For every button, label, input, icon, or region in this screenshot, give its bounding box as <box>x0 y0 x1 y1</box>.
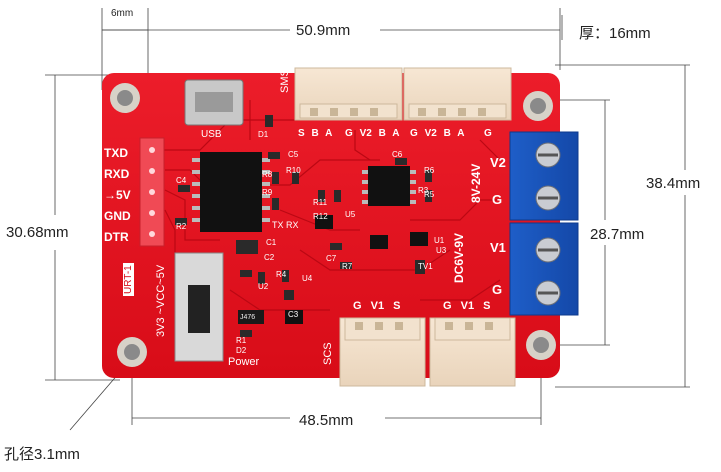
pin-a: A <box>392 128 400 139</box>
component-label-r8: R8 <box>262 170 273 179</box>
component-label-j476: J476 <box>240 314 256 321</box>
pin-labels: TXD RXD →5V GND DTR <box>104 143 131 248</box>
component-label-r12: R12 <box>313 212 328 221</box>
pin-a: A <box>457 128 465 139</box>
terminal-label-v1: V1 <box>490 240 506 255</box>
hole-diameter-label: 孔径3.1mm <box>4 446 80 463</box>
power-label: Power <box>228 356 260 368</box>
bottom-connector-2-labels: G V1 S <box>443 300 491 312</box>
usb-label: USB <box>201 129 222 140</box>
pin-b: B <box>378 128 386 139</box>
component-label-u3: U3 <box>436 246 447 255</box>
component-label-c3: C3 <box>288 310 299 319</box>
pin-v2: V2 <box>424 128 437 139</box>
pin-b: B <box>311 128 319 139</box>
voltage-range-2-label: DC6V-9V <box>452 232 466 283</box>
pin-s: S <box>483 300 491 312</box>
component-label-c1: C1 <box>266 238 277 247</box>
component-label-c5: C5 <box>288 150 299 159</box>
pin-label-5v: →5V <box>104 188 131 202</box>
top-connector-2-labels: G V2 B A <box>345 128 399 139</box>
top-connector-1-labels: S B A <box>298 128 332 139</box>
pin-g: G <box>345 128 353 139</box>
sms-label: SMS <box>279 69 291 93</box>
thickness-label: 厚：16mm <box>579 25 651 42</box>
component-label-d2: D2 <box>236 346 247 355</box>
voltage-range-1-label: 8V-24V <box>469 163 483 203</box>
terminal-span-label: 28.7mm <box>590 226 645 243</box>
top-connectors <box>294 67 512 121</box>
gap-dimension-label: 6mm <box>111 8 134 19</box>
pin-v1: V1 <box>460 300 475 312</box>
terminal-label-g2: G <box>492 282 503 297</box>
slide-switch <box>174 252 224 362</box>
switch-voltage-label: 3V3 ~VCC~5V <box>155 264 167 337</box>
pin-header <box>139 137 165 247</box>
pin-a: A <box>325 128 333 139</box>
component-label-r3: R3 <box>418 186 429 195</box>
component-label-c2: C2 <box>264 253 275 262</box>
component-label-tv1: TV1 <box>418 262 433 271</box>
component-label-c6: C6 <box>392 150 403 159</box>
component-label-r5: R5 <box>424 190 435 199</box>
bottom-connector-1-labels: G V1 S <box>353 300 401 312</box>
dimension-lines <box>45 8 690 431</box>
component-label-u2: U2 <box>258 282 269 291</box>
pin-g: G <box>353 300 362 312</box>
component-label-r6: R6 <box>424 166 435 175</box>
component-label-u1: U1 <box>434 236 445 245</box>
pin-b: B <box>443 128 451 139</box>
component-label-r9: R9 <box>262 188 273 197</box>
component-label-r7: R7 <box>342 262 353 271</box>
pin-g: G <box>410 128 418 139</box>
top-connector-3-labels: G V2 B A <box>410 128 464 139</box>
pin-label-gnd: GND <box>104 209 131 223</box>
mounting-holes <box>110 83 556 367</box>
screw-terminals <box>509 131 579 316</box>
component-label-u4: U4 <box>302 274 313 283</box>
component-label-r1: R1 <box>236 336 247 345</box>
component-label-u5: U5 <box>345 210 356 219</box>
component-label-d1: D1 <box>258 130 269 139</box>
usb-port <box>184 79 244 126</box>
pin-s: S <box>298 128 305 139</box>
pin-s: S <box>393 300 401 312</box>
component-label-c7: C7 <box>326 254 337 263</box>
pin-g: G <box>443 300 452 312</box>
top-connector-4-label: G <box>484 128 492 139</box>
pin-label-txd: TXD <box>104 146 128 160</box>
terminal-label-v2: V2 <box>490 155 506 170</box>
component-label-r4: R4 <box>276 270 287 279</box>
txrx-label: TX RX <box>272 220 299 230</box>
component-label-c4: C4 <box>176 176 187 185</box>
component-label-r11: R11 <box>313 198 328 207</box>
component-label-r2: R2 <box>176 222 187 231</box>
pin-v2: V2 <box>359 128 372 139</box>
terminal-label-g1: G <box>492 192 503 207</box>
pin-label-rxd: RXD <box>104 167 130 181</box>
component-label-r10: R10 <box>286 166 301 175</box>
top-width-label: 50.9mm <box>296 22 351 39</box>
right-height-label: 38.4mm <box>646 175 701 192</box>
pin-label-dtr: DTR <box>104 230 129 244</box>
bottom-width-label: 48.5mm <box>299 412 354 429</box>
pin-v1: V1 <box>370 300 385 312</box>
bottom-connectors <box>339 317 516 387</box>
urt-label: URT-1 <box>123 263 134 296</box>
left-height-label: 30.68mm <box>6 224 69 241</box>
scs-label: SCS <box>322 342 334 365</box>
ic-chips <box>192 152 428 324</box>
